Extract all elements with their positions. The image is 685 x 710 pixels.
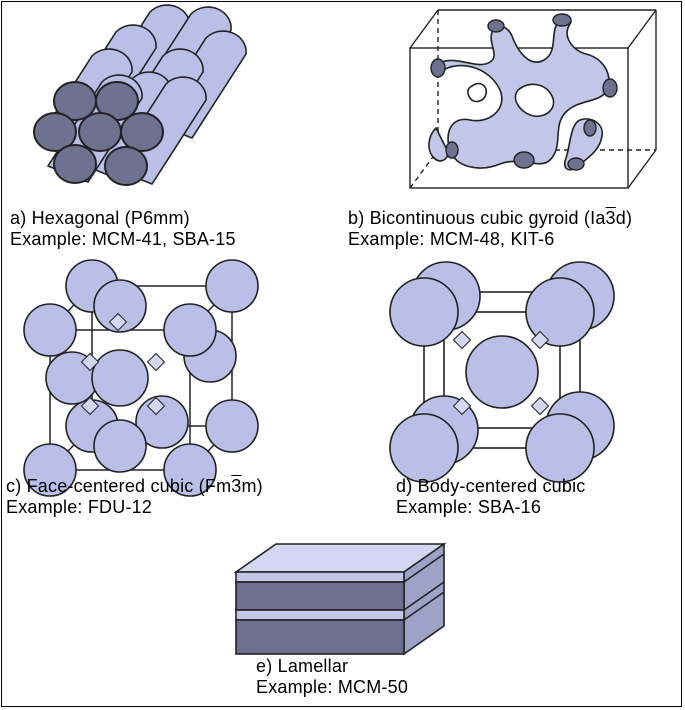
structure-example: Example: MCM-50 bbox=[256, 677, 409, 697]
structure-example: Example: SBA-16 bbox=[396, 497, 542, 517]
panel-gyroid: b) Bicontinuous cubic gyroid (Ia3d) Exam… bbox=[340, 0, 685, 260]
caption-lamellar: e) Lamellar Example: MCM-50 bbox=[256, 656, 408, 698]
structure-example: Example: MCM-41, SBA-15 bbox=[10, 229, 236, 249]
cubic-gyroid-icon bbox=[409, 9, 657, 189]
structure-title: c) Face-centered cubic (Fm3m) bbox=[6, 476, 263, 496]
caption-bcc: d) Body-centered cubic Example: SBA-16 bbox=[396, 476, 586, 518]
caption-hexagonal: a) Hexagonal (P6mm) Example: MCM-41, SBA… bbox=[10, 208, 236, 250]
face-centered-cubic-icon bbox=[23, 259, 259, 497]
lamellar-layers-icon bbox=[233, 542, 447, 656]
panel-hexagonal: a) Hexagonal (P6mm) Example: MCM-41, SBA… bbox=[0, 0, 340, 260]
panel-bcc: d) Body-centered cubic Example: SBA-16 bbox=[340, 260, 685, 520]
panel-fcc: c) Face-centered cubic (Fm3m) Example: F… bbox=[0, 259, 340, 520]
structure-title: b) Bicontinuous cubic gyroid (Ia3d) bbox=[348, 208, 633, 228]
structure-example: Example: MCM-48, KIT-6 bbox=[348, 229, 555, 249]
structure-title: e) Lamellar bbox=[256, 656, 349, 676]
caption-fcc: c) Face-centered cubic (Fm3m) Example: F… bbox=[6, 476, 263, 518]
panel-lamellar: e) Lamellar Example: MCM-50 bbox=[0, 520, 685, 710]
structure-title: a) Hexagonal (P6mm) bbox=[10, 208, 190, 228]
body-centered-cubic-icon bbox=[389, 261, 615, 483]
hexagonal-rod-array-icon bbox=[33, 4, 247, 186]
caption-gyroid: b) Bicontinuous cubic gyroid (Ia3d) Exam… bbox=[348, 208, 632, 250]
structure-title: d) Body-centered cubic bbox=[396, 476, 586, 496]
structure-example: Example: FDU-12 bbox=[6, 497, 153, 517]
